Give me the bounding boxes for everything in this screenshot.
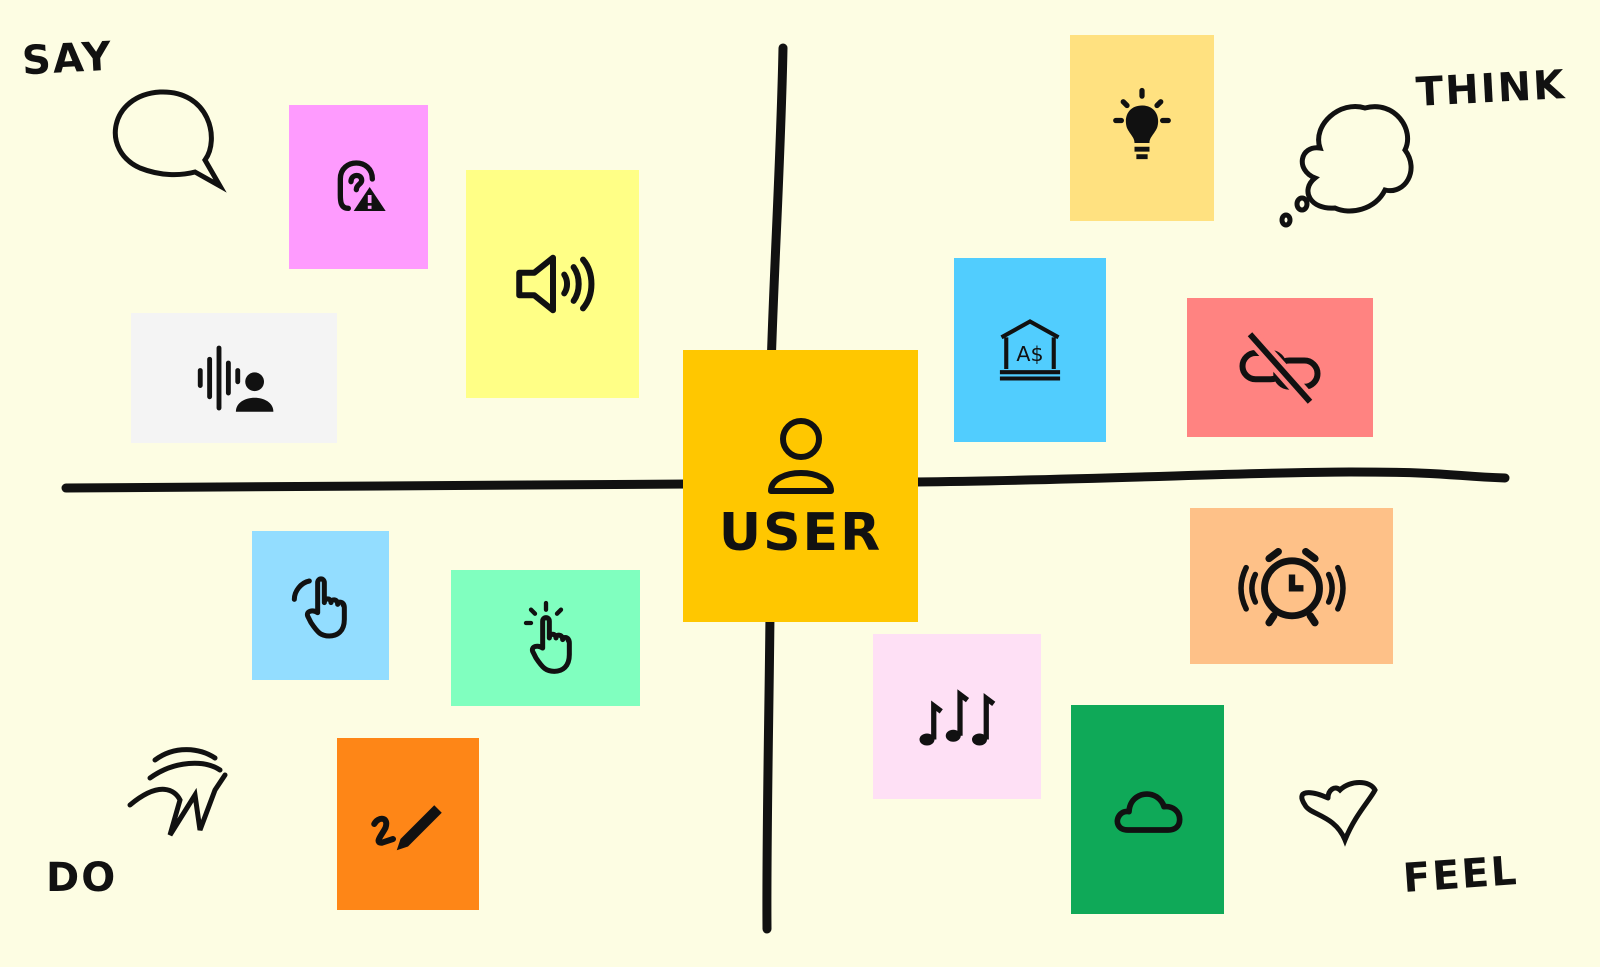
alarm-clock-icon [1237, 547, 1346, 627]
user-icon [767, 418, 834, 494]
tap-gesture-icon [291, 575, 347, 638]
scribble-icon [127, 747, 228, 837]
sticky-note-tap[interactable] [252, 531, 389, 680]
lightbulb-icon [1113, 87, 1171, 160]
do-label: DO [46, 855, 118, 901]
sticky-note-bank[interactable]: A$ [954, 258, 1106, 442]
sticky-note-lightbulb[interactable] [1070, 35, 1214, 221]
sticky-note-cloud[interactable] [1071, 705, 1224, 914]
sticky-note-alarm[interactable] [1190, 508, 1393, 664]
sticky-note-ear-warning[interactable] [289, 105, 428, 269]
voice-user-icon [197, 345, 274, 412]
ear-warning-icon [337, 160, 386, 211]
sticky-note-speaker[interactable] [466, 170, 639, 398]
sticky-note-signature[interactable] [337, 738, 479, 910]
think-label: THINK [1414, 62, 1568, 116]
sticky-note-voice-user[interactable] [131, 313, 337, 443]
user-label: USER [718, 503, 883, 563]
user-sticky-note[interactable]: USER [683, 350, 918, 622]
heart-doodle-icon [1299, 780, 1378, 847]
sticky-note-click[interactable] [451, 570, 640, 706]
say-label: SAY [20, 33, 115, 85]
svg-text:A$: A$ [1016, 342, 1043, 366]
bank-aud-icon: A$ [999, 319, 1061, 381]
music-notes-icon [919, 688, 996, 745]
speech-bubble-icon [112, 89, 227, 193]
speaker-volume-icon [515, 254, 594, 314]
click-hand-icon [523, 600, 572, 674]
sticky-note-music[interactable] [873, 634, 1041, 799]
feel-label: FEEL [1401, 848, 1520, 902]
cloud-icon [1114, 790, 1182, 833]
pen-signature-icon [371, 805, 442, 851]
sticky-note-unlink[interactable] [1187, 298, 1373, 437]
thought-cloud-icon [1279, 104, 1414, 228]
unlink-icon [1239, 328, 1321, 407]
